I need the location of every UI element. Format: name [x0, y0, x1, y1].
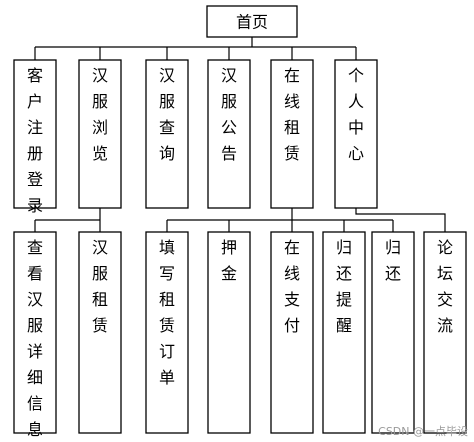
submodule-node-box: [78, 231, 122, 434]
watermark-text: CSDN @一点毕设: [378, 425, 468, 438]
submodule-node-label: 归还提醒: [336, 238, 352, 335]
module-node-m2: 汉服浏览: [78, 59, 122, 209]
module-node-box: [78, 59, 122, 209]
submodule-node-s7: 归还: [371, 231, 415, 434]
module-node-label: 汉服浏览: [92, 66, 108, 163]
submodule-node-label: 填写租赁订单: [159, 238, 175, 387]
submodule-node-label: 汉服租赁: [92, 238, 108, 335]
submodule-node-s4: 押金: [207, 231, 251, 434]
module-node-m3: 汉服查询: [145, 59, 189, 209]
module-node-m1: 客户注册登录: [13, 59, 57, 215]
connector-m6-s8: [355, 208, 446, 232]
submodule-node-box: [13, 231, 57, 434]
submodule-node-s6: 归还提醒: [322, 231, 366, 434]
submodule-node-label: 查看汉服详细信息: [27, 238, 43, 439]
submodule-node-box: [207, 231, 251, 434]
module-node-label: 个人中心: [348, 66, 364, 163]
module-node-box: [207, 59, 251, 209]
submodule-node-label: 归还: [385, 238, 401, 283]
module-node-box: [13, 59, 57, 209]
submodule-node-s5: 在线支付: [270, 231, 314, 434]
submodule-node-box: [423, 231, 467, 434]
submodule-node-s8: 论坛交流: [423, 231, 467, 434]
module-node-box: [334, 59, 378, 209]
submodule-node-box: [371, 231, 415, 434]
submodule-node-label: 论坛交流: [437, 238, 453, 335]
root-node-box: [206, 5, 298, 38]
submodule-node-label: 在线支付: [284, 238, 300, 335]
submodule-node-box: [145, 231, 189, 434]
module-node-m4: 汉服公告: [207, 59, 251, 209]
module-node-label: 在线租赁: [284, 66, 300, 163]
module-node-m6: 个人中心: [334, 59, 378, 209]
module-node-m5: 在线租赁: [270, 59, 314, 209]
submodule-node-box: [270, 231, 314, 434]
module-node-label: 客户注册登录: [27, 66, 43, 215]
module-node-box: [270, 59, 314, 209]
submodule-node-s1: 查看汉服详细信息: [13, 231, 57, 439]
module-node-label: 汉服公告: [221, 66, 237, 163]
submodule-node-box: [322, 231, 366, 434]
submodule-node-s3: 填写租赁订单: [145, 231, 189, 434]
module-node-label: 汉服查询: [159, 66, 175, 163]
root-node-root: 首页: [206, 5, 298, 38]
diagram-connectors: [34, 37, 446, 232]
submodule-node-s2: 汉服租赁: [78, 231, 122, 434]
root-node-label: 首页: [236, 13, 268, 32]
submodule-node-label: 押金: [221, 238, 237, 283]
module-node-box: [145, 59, 189, 209]
